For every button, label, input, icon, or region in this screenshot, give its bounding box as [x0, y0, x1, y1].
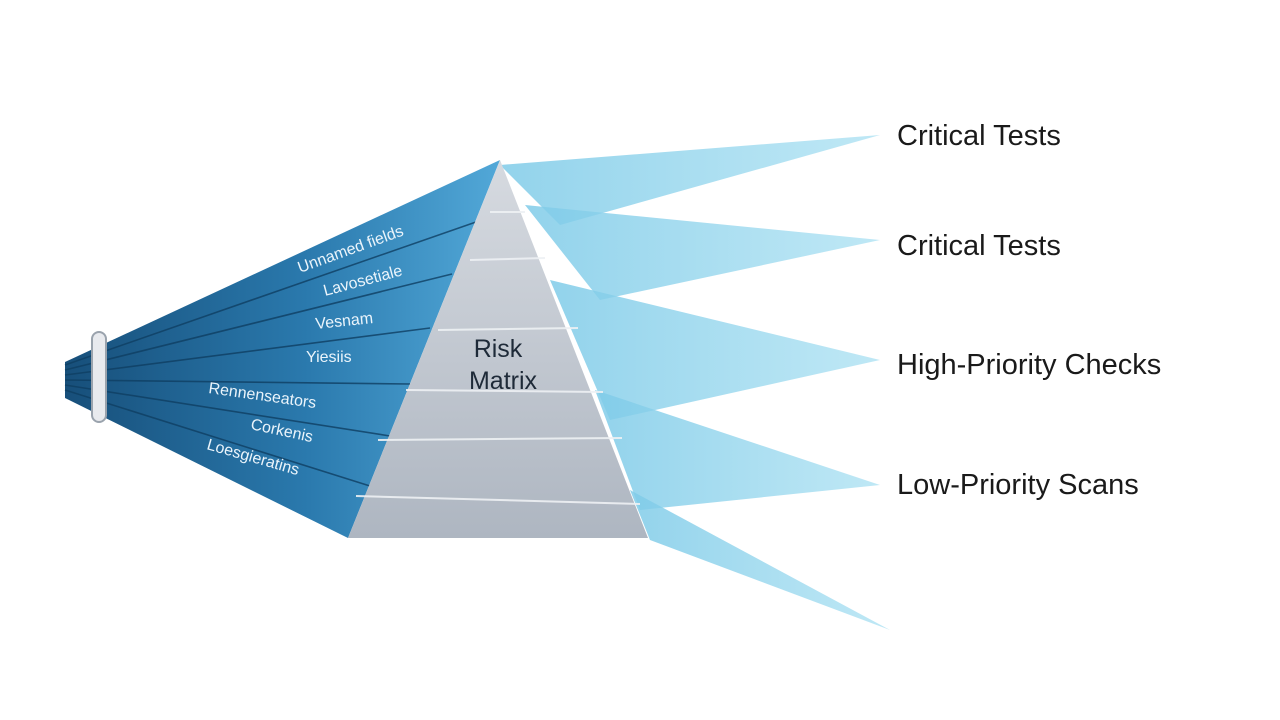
lens-ring — [91, 331, 107, 423]
output-beams — [500, 135, 890, 630]
risk-pyramid: Risk Matrix — [348, 160, 648, 538]
input-label-3: Vesnam — [315, 310, 374, 333]
beam-2 — [525, 205, 880, 300]
output-label-critical-tests-2: Critical Tests — [897, 230, 1061, 262]
center-label-line1: Risk — [474, 335, 523, 363]
output-label-low-priority-scans: Low-Priority Scans — [897, 469, 1139, 501]
input-fan — [64, 160, 500, 538]
beam-5 — [630, 490, 890, 630]
beam-3 — [550, 280, 880, 420]
center-label-line2: Matrix — [469, 367, 538, 395]
pyramid-layers — [355, 211, 641, 505]
pyramid-body — [348, 160, 648, 538]
output-label-critical-tests-1: Critical Tests — [897, 120, 1061, 152]
output-label-high-priority-checks: High-Priority Checks — [897, 349, 1162, 381]
fan-shape — [65, 160, 500, 538]
beam-1 — [500, 135, 880, 225]
beam-4 — [595, 390, 880, 510]
input-label-4: Yiesiis — [306, 349, 352, 366]
fan-dividers — [64, 221, 477, 487]
